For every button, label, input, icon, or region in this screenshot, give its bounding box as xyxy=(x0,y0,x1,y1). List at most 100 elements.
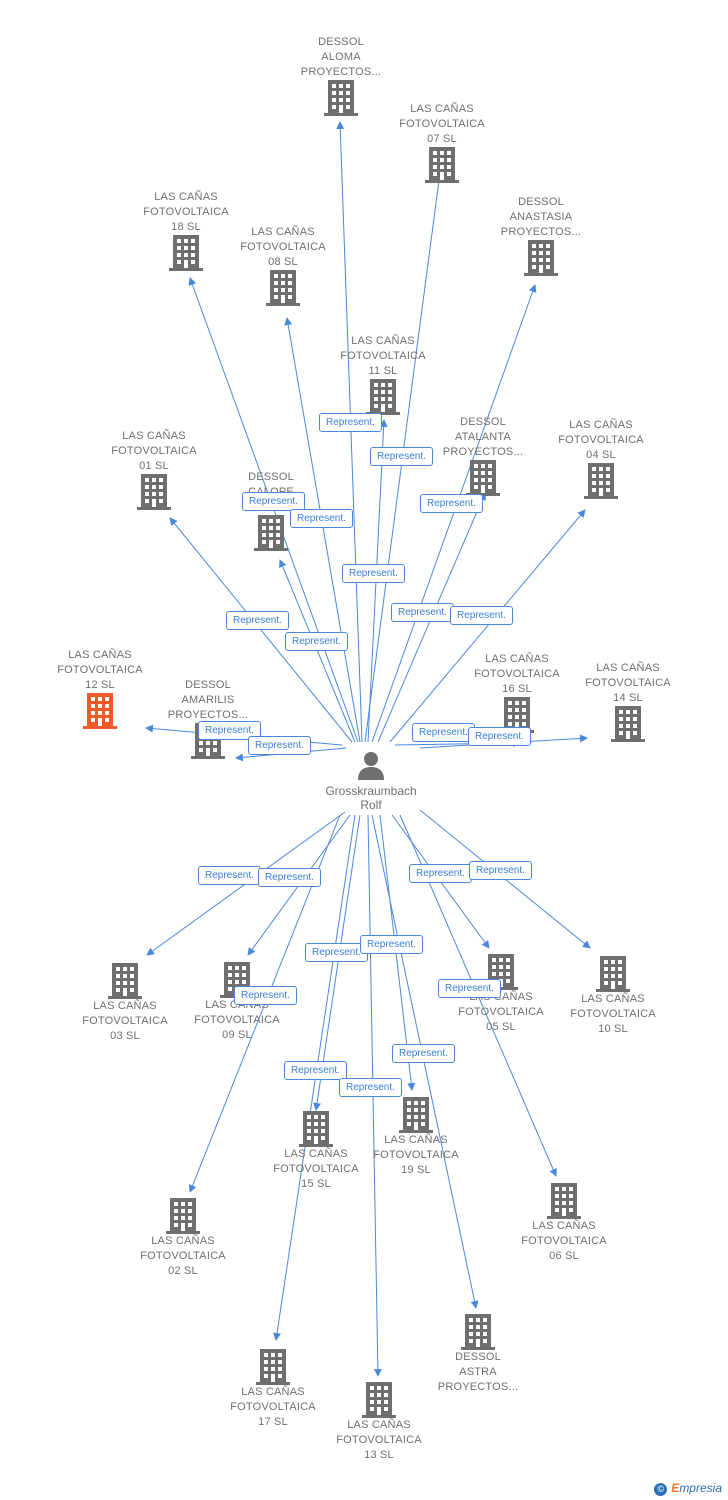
represent-edge-line xyxy=(389,509,586,743)
edge-label[interactable]: Represent. xyxy=(234,986,297,1005)
company-node-las-canas-02[interactable]: LAS CAÑAS FOTOVOLTAICA 02 SL xyxy=(118,1198,248,1279)
company-name-line: 10 SL xyxy=(598,1023,628,1035)
company-name-line: PROYECTOS... xyxy=(167,709,249,721)
company-node-las-canas-15[interactable]: LAS CAÑAS FOTOVOLTAICA 15 SL xyxy=(251,1111,381,1192)
represent-edge-line xyxy=(284,317,361,743)
company-node-las-canas-17[interactable]: LAS CAÑAS FOTOVOLTAICA 17 SL xyxy=(208,1349,338,1430)
company-name-line: 02 SL xyxy=(168,1265,198,1277)
company-node-las-canas-16[interactable]: LAS CAÑAS FOTOVOLTAICA 16 SL xyxy=(452,652,582,733)
company-name-line: FOTOVOLTAICA xyxy=(399,118,485,130)
edge-label[interactable]: Represent. xyxy=(305,943,368,962)
company-node-las-canas-06[interactable]: LAS CAÑAS FOTOVOLTAICA 06 SL xyxy=(499,1183,629,1264)
company-name-line: LAS CAÑAS xyxy=(284,1148,348,1160)
company-name-line: 13 SL xyxy=(364,1449,394,1461)
building-icon xyxy=(254,515,288,551)
edge-label[interactable]: Represent. xyxy=(242,492,305,511)
company-name-line: 08 SL xyxy=(268,256,298,268)
company-name-line: 05 SL xyxy=(486,1021,516,1033)
company-name-line: 14 SL xyxy=(613,692,643,704)
building-icon xyxy=(324,80,358,116)
company-node-las-canas-14[interactable]: LAS CAÑAS FOTOVOLTAICA 14 SL xyxy=(563,661,693,742)
company-node-las-canas-09[interactable]: LAS CAÑAS FOTOVOLTAICA 09 SL xyxy=(172,962,302,1043)
company-name-line: ASTRA xyxy=(459,1366,497,1378)
company-name-line: ANASTASIA xyxy=(509,211,573,223)
edge-label[interactable]: Represent. xyxy=(392,1044,455,1063)
company-name-line: FOTOVOLTAICA xyxy=(273,1163,359,1175)
company-node-las-canas-12[interactable]: LAS CAÑAS FOTOVOLTAICA 12 SL xyxy=(35,648,165,729)
edge-label[interactable]: Represent. xyxy=(284,1061,347,1080)
building-icon xyxy=(108,963,142,999)
edge-label[interactable]: Represent. xyxy=(468,727,531,746)
company-node-las-canas-18[interactable]: LAS CAÑAS FOTOVOLTAICA 18 SL xyxy=(121,190,251,271)
edge-label[interactable]: Represent. xyxy=(198,721,261,740)
company-name-line: LAS CAÑAS xyxy=(68,649,132,661)
company-name-line: LAS CAÑAS xyxy=(485,653,549,665)
company-name-line: AMARILIS xyxy=(181,694,235,706)
edge-label[interactable]: Represent. xyxy=(412,723,475,742)
company-name-line: LAS CAÑAS xyxy=(241,1386,305,1398)
company-node-las-canas-19[interactable]: LAS CAÑAS FOTOVOLTAICA 19 SL xyxy=(351,1097,481,1178)
company-node-las-canas-01[interactable]: LAS CAÑAS FOTOVOLTAICA 01 SL xyxy=(89,429,219,510)
company-node-las-canas-11[interactable]: LAS CAÑAS FOTOVOLTAICA 11 SL xyxy=(318,334,448,415)
edge-label[interactable]: Represent. xyxy=(342,564,405,583)
company-name-line: DESSOL xyxy=(455,1351,501,1363)
edge-label[interactable]: Represent. xyxy=(469,861,532,880)
company-node-las-canas-03[interactable]: LAS CAÑAS FOTOVOLTAICA 03 SL xyxy=(60,963,190,1044)
edge-label[interactable]: Represent. xyxy=(285,632,348,651)
edge-label[interactable]: Represent. xyxy=(198,866,261,885)
company-name-line: FOTOVOLTAICA xyxy=(458,1006,544,1018)
company-node-dessol-astra[interactable]: DESSOL ASTRA PROYECTOS... xyxy=(413,1314,543,1395)
edge-label[interactable]: Represent. xyxy=(391,603,454,622)
building-icon xyxy=(399,1097,433,1133)
company-name-line: FOTOVOLTAICA xyxy=(57,664,143,676)
company-name-line: FOTOVOLTAICA xyxy=(521,1235,607,1247)
brand-logo: ©Empresia xyxy=(654,1481,722,1496)
company-node-dessol-aloma[interactable]: DESSOL ALOMA PROYECTOS... xyxy=(276,35,406,116)
company-name-line: 06 SL xyxy=(549,1250,579,1262)
building-icon xyxy=(584,463,618,499)
building-icon xyxy=(547,1183,581,1219)
company-name-line: FOTOVOLTAICA xyxy=(474,668,560,680)
company-name-line: LAS CAÑAS xyxy=(154,191,218,203)
company-name-line: 03 SL xyxy=(110,1030,140,1042)
edge-label[interactable]: Represent. xyxy=(450,606,513,625)
company-node-las-canas-13[interactable]: LAS CAÑAS FOTOVOLTAICA 13 SL xyxy=(314,1382,444,1463)
person-node-center[interactable]: Grosskraumbach Rolf xyxy=(306,750,436,812)
edge-label[interactable]: Represent. xyxy=(248,736,311,755)
company-node-dessol-anastasia[interactable]: DESSOL ANASTASIA PROYECTOS... xyxy=(476,195,606,276)
company-name-line: LAS CAÑAS xyxy=(410,103,474,115)
company-name-line: ALOMA xyxy=(321,51,361,63)
company-name-line: 11 SL xyxy=(368,365,398,377)
edge-label[interactable]: Represent. xyxy=(360,935,423,954)
company-node-las-canas-08[interactable]: LAS CAÑAS FOTOVOLTAICA 08 SL xyxy=(218,225,348,306)
edge-label[interactable]: Represent. xyxy=(339,1078,402,1097)
company-node-las-canas-10[interactable]: LAS CAÑAS FOTOVOLTAICA 10 SL xyxy=(548,956,678,1037)
building-icon xyxy=(366,379,400,415)
edge-label[interactable]: Represent. xyxy=(319,413,382,432)
building-icon xyxy=(266,270,300,306)
company-name-line: FOTOVOLTAICA xyxy=(230,1401,316,1413)
company-node-las-canas-04[interactable]: LAS CAÑAS FOTOVOLTAICA 04 SL xyxy=(536,418,666,499)
company-node-dessol-atalanta[interactable]: DESSOL ATALANTA PROYECTOS... xyxy=(418,415,548,496)
company-name-line: 15 SL xyxy=(301,1178,331,1190)
edge-label[interactable]: Represent. xyxy=(409,864,472,883)
represent-edge-line xyxy=(169,517,353,743)
building-icon xyxy=(169,235,203,271)
company-name-line: LAS CAÑAS xyxy=(569,419,633,431)
edge-label[interactable]: Represent. xyxy=(420,494,483,513)
company-name-line: LAS CAÑAS xyxy=(122,430,186,442)
edge-label[interactable]: Represent. xyxy=(438,979,501,998)
company-node-dessol-amarilis[interactable]: DESSOL AMARILIS PROYECTOS... xyxy=(143,678,273,759)
edge-label[interactable]: Represent. xyxy=(226,611,289,630)
building-icon xyxy=(596,956,630,992)
company-name-line: LAS CAÑAS xyxy=(532,1220,596,1232)
company-name-line: FOTOVOLTAICA xyxy=(111,445,197,457)
represent-edge-line xyxy=(336,121,363,743)
company-name-line: 18 SL xyxy=(171,221,201,233)
represent-edge-line xyxy=(313,814,361,1111)
company-name-line: FOTOVOLTAICA xyxy=(336,1434,422,1446)
edge-label[interactable]: Represent. xyxy=(370,447,433,466)
company-node-las-canas-07[interactable]: LAS CAÑAS FOTOVOLTAICA 07 SL xyxy=(377,102,507,183)
edge-label[interactable]: Represent. xyxy=(258,868,321,887)
edge-label[interactable]: Represent. xyxy=(290,509,353,528)
